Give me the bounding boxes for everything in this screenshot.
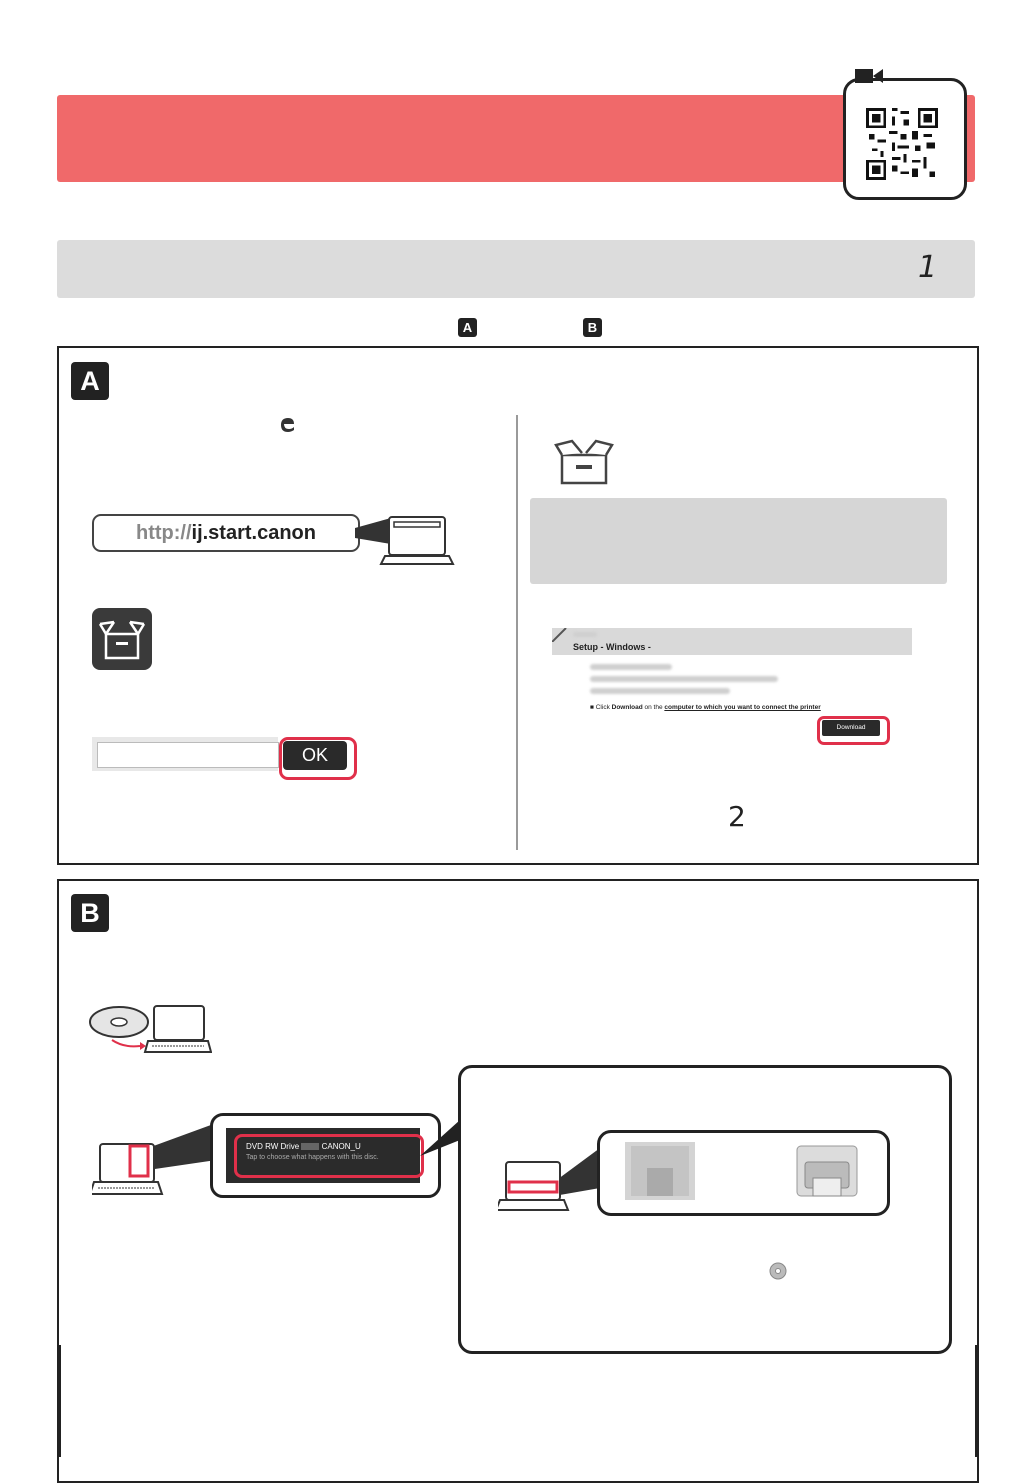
setup-title: Setup - Windows - <box>573 642 651 652</box>
video-camera-icon <box>855 69 883 83</box>
panel-b-edge-right <box>975 1345 977 1457</box>
note-box <box>530 498 947 584</box>
setup-header <box>552 628 912 655</box>
option-b-chip: B <box>583 318 602 337</box>
column-divider <box>516 415 518 850</box>
redacted-block <box>301 1143 320 1151</box>
box-open-icon <box>98 620 146 660</box>
panel-a-badge: A <box>71 362 109 400</box>
click-prefix: Click <box>595 704 612 711</box>
option-a-chip: A <box>458 318 477 337</box>
notification-toast[interactable] <box>226 1128 420 1183</box>
callout-pointer <box>420 1120 460 1156</box>
download-button[interactable]: Download <box>822 720 880 736</box>
url-field[interactable]: http://ij.start.canon <box>92 514 360 552</box>
devices-and-printers-icon[interactable] <box>795 1140 859 1200</box>
disc-drive-icon <box>769 1262 787 1280</box>
panel-a <box>57 346 979 865</box>
header-banner <box>57 95 975 182</box>
disc-to-laptop-icon <box>89 1005 212 1053</box>
laptop-notification-icon <box>92 1118 230 1195</box>
qr-code-icon[interactable] <box>866 108 938 180</box>
dvd-drive-label: DVD RW Drive <box>246 1142 300 1151</box>
download-highlight <box>817 716 890 745</box>
step-number: 1 <box>918 250 938 285</box>
dvd-title: DVD RW Drive CANON_U <box>246 1142 361 1151</box>
file-explorer-icon[interactable] <box>625 1142 695 1200</box>
url-host: ij.start.canon <box>191 522 316 544</box>
click-bold: Download <box>611 704 643 711</box>
panel-b-badge: B <box>71 894 109 932</box>
blurred-text <box>590 688 730 694</box>
step-heading-bar <box>57 240 975 298</box>
dvd-subtitle: Tap to choose what happens with this dis… <box>246 1154 379 1161</box>
notification-highlight <box>234 1134 424 1178</box>
laptop-callout-icon <box>355 516 455 565</box>
ok-button[interactable]: OK <box>283 741 347 770</box>
browser-edge-icon <box>281 418 294 432</box>
click-middle: on the <box>642 704 665 711</box>
code-input[interactable] <box>97 742 279 768</box>
app-tile[interactable] <box>92 608 152 670</box>
step-reference: 2 <box>728 800 746 833</box>
blurred-text <box>590 664 672 670</box>
qr-code-frame <box>843 78 967 200</box>
panel-b-edge-left <box>59 1345 61 1457</box>
box-open-icon-right <box>554 439 614 485</box>
click-link[interactable]: computer to which you want to connect th… <box>664 704 821 711</box>
blurred-text <box>590 676 778 682</box>
setup-instruction: ■ Click Download on the computer to whic… <box>590 704 821 711</box>
url-prefix: http:// <box>135 522 192 544</box>
dvd-volume-label: CANON_U <box>321 1142 361 1151</box>
blurred-text <box>573 632 597 637</box>
laptop-taskbar-icon <box>498 1148 600 1211</box>
corner-mark-icon <box>552 628 567 642</box>
